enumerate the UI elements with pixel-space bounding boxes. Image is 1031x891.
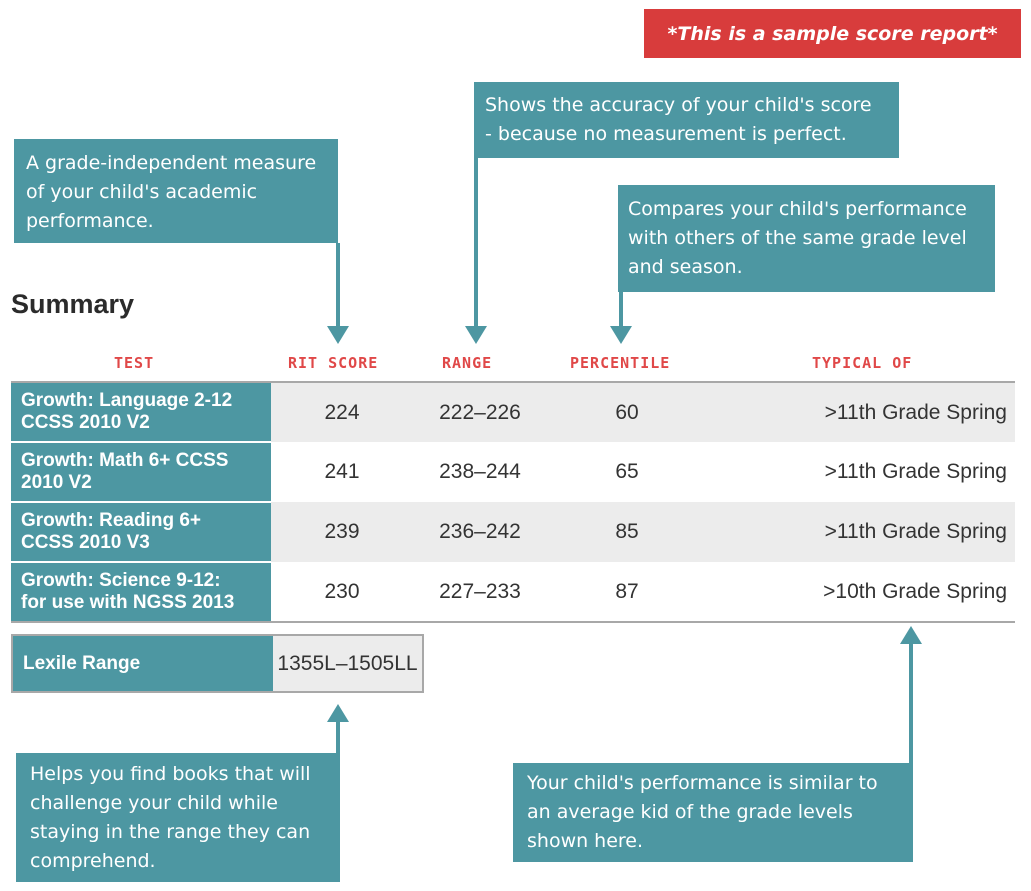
- test-name: Growth: Reading 6+ CCSS 2010 V3: [11, 502, 271, 563]
- header-typical-of: TYPICAL OF: [812, 354, 913, 372]
- test-name: Growth: Science 9-12: for use with NGSS …: [11, 562, 271, 622]
- arrow-head: [327, 326, 349, 344]
- rit-score-cell: 241: [271, 442, 413, 502]
- summary-title: Summary: [11, 289, 135, 319]
- callout-line: with others of the same grade level: [628, 227, 967, 249]
- summary-table: Growth: Language 2-12 CCSS 2010 V2 224 2…: [11, 381, 1015, 623]
- header-rit-score: RIT SCORE: [288, 354, 379, 372]
- callout-line: A grade-independent measure: [26, 152, 317, 174]
- callout-line: - because no measurement is perfect.: [485, 123, 847, 145]
- percentile-cell: 87: [547, 562, 707, 622]
- header-test: TEST: [114, 354, 155, 372]
- percentile-cell: 65: [547, 442, 707, 502]
- arrow-head: [327, 704, 349, 722]
- test-name-line: CCSS 2010 V3: [21, 532, 150, 553]
- typical-of-cell: >11th Grade Spring: [707, 382, 1015, 442]
- callout-percentile: Compares your child's performance with o…: [618, 185, 995, 292]
- callout-line: performance.: [26, 210, 154, 232]
- range-cell: 227–233: [413, 562, 547, 622]
- callout-lexile: Helps you find books that will challenge…: [16, 753, 340, 882]
- percentile-cell: 85: [547, 502, 707, 562]
- percentile-cell: 60: [547, 382, 707, 442]
- range-cell: 238–244: [413, 442, 547, 502]
- callout-line: Your child's performance is similar to: [527, 772, 878, 794]
- callout-line: and season.: [628, 256, 743, 278]
- test-name: Growth: Language 2-12 CCSS 2010 V2: [11, 382, 271, 443]
- range-cell: 222–226: [413, 382, 547, 442]
- table-row: Growth: Reading 6+ CCSS 2010 V3 239 236–…: [11, 502, 1015, 563]
- header-range: RANGE: [442, 354, 493, 372]
- typical-of-cell: >11th Grade Spring: [707, 442, 1015, 502]
- callout-line: comprehend.: [30, 850, 156, 872]
- callout-line: an average kid of the grade levels: [527, 801, 853, 823]
- callout-line: of your child's academic: [26, 181, 258, 203]
- table-row: Growth: Science 9-12: for use with NGSS …: [11, 562, 1015, 622]
- callout-typical-of: Your child's performance is similar to a…: [513, 763, 913, 862]
- lexile-range-box: Lexile Range 1355L–1505LL: [11, 634, 424, 693]
- callout-line: staying in the range they can: [30, 821, 311, 843]
- arrow-head: [465, 326, 487, 344]
- typical-of-cell: >11th Grade Spring: [707, 502, 1015, 562]
- lexile-value: 1355L–1505LL: [273, 636, 422, 691]
- table-row: Growth: Math 6+ CCSS 2010 V2 241 238–244…: [11, 442, 1015, 503]
- callout-rit-score: A grade-independent measure of your chil…: [14, 139, 338, 243]
- test-name-line: for use with NGSS 2013: [21, 592, 235, 613]
- callout-line: shown here.: [527, 830, 644, 852]
- callout-line: Helps you find books that will: [30, 763, 311, 785]
- test-name-line: Growth: Science 9-12:: [21, 570, 221, 591]
- test-name-line: 2010 V2: [21, 472, 92, 493]
- test-name: Growth: Math 6+ CCSS 2010 V2: [11, 442, 271, 503]
- arrow-head: [610, 326, 632, 344]
- table-row: Growth: Language 2-12 CCSS 2010 V2 224 2…: [11, 382, 1015, 443]
- test-name-line: CCSS 2010 V2: [21, 412, 150, 433]
- header-percentile: PERCENTILE: [570, 354, 671, 372]
- rit-score-cell: 230: [271, 562, 413, 622]
- test-name-line: Growth: Language 2-12: [21, 390, 233, 411]
- callout-range: Shows the accuracy of your child's score…: [474, 82, 899, 158]
- test-name-line: Growth: Reading 6+: [21, 510, 201, 531]
- lexile-label: Lexile Range: [13, 636, 273, 691]
- callout-line: challenge your child while: [30, 792, 278, 814]
- typical-of-cell: >10th Grade Spring: [707, 562, 1015, 622]
- callout-line: Shows the accuracy of your child's score: [485, 94, 872, 116]
- arrow-head: [900, 626, 922, 644]
- rit-score-cell: 224: [271, 382, 413, 442]
- test-name-line: Growth: Math 6+ CCSS: [21, 450, 229, 471]
- callout-line: Compares your child's performance: [628, 198, 967, 220]
- rit-score-cell: 239: [271, 502, 413, 562]
- sample-report-banner: *This is a sample score report*: [644, 9, 1021, 58]
- range-cell: 236–242: [413, 502, 547, 562]
